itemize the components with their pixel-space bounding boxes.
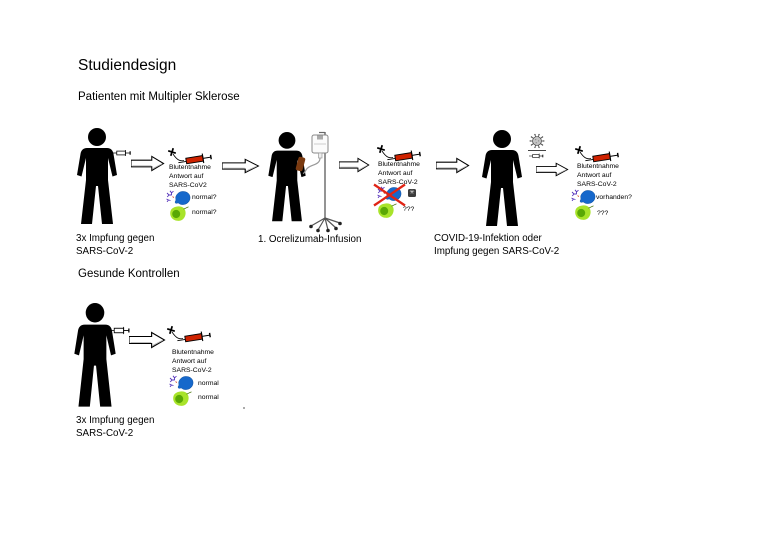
caption-line: SARS-CoV-2 [76,427,134,439]
blood-draw-icon [166,325,214,345]
annotation-line: SARS-CoV2 [169,181,207,189]
arrow-icon [436,157,470,174]
coronavirus-icon [529,133,545,149]
annotation-line: Blutentnahme [378,161,420,168]
hc-section-heading: Gesunde Kontrollen [78,268,180,280]
annotation-line: Blutentnahme [169,164,211,171]
tcell-result-label: normal [198,394,219,401]
annotation-line: Antwort auf [172,357,207,365]
blood-draw-annotation: Blutentnahme Antwort auf SARS-CoV-2 [577,163,619,189]
t-cell-icon [376,202,398,220]
annotation-line: Antwort auf [577,171,612,179]
t-cell-icon [171,390,193,408]
annotation-line: Blutentnahme [172,349,214,356]
stray-mark [243,407,245,409]
annotation-line: Antwort auf [169,172,204,180]
caption-line: Impfung gegen SARS-CoV-2 [434,245,560,257]
annotation-line: Antwort auf [378,169,413,177]
dark-square-badge-icon: ✳ [408,189,416,197]
syringe-icon [112,149,133,157]
tcell-result-label: ??? [597,210,609,217]
control-figure [64,303,126,411]
arrow-icon [131,155,165,172]
syringe-icon [529,153,545,159]
blood-draw-annotation: Blutentnahme Antwort auf SARS-CoV-2 [378,161,420,187]
antibody-result-label: normal? [192,194,217,201]
arrow-icon [129,331,166,349]
or-divider [528,150,546,151]
step-caption-infection: COVID-19-Infektion oder Impfung gegen SA… [434,233,559,258]
arrow-icon [222,158,260,174]
tcell-result-label: normal? [192,209,217,216]
arrow-icon [339,157,370,173]
annotation-line: SARS-CoV-2 [172,366,212,374]
annotation-line: Blutentnahme [577,163,619,170]
step-caption-vaccination: 3x Impfung gegen SARS-CoV-2 [76,415,154,440]
caption-line: SARS-CoV-2 [76,245,134,257]
iv-infusion-stand-icon [298,128,346,234]
annotation-line: SARS-CoV-2 [577,180,617,188]
antibody-result-label: normal [198,380,219,387]
blood-draw-annotation: Blutentnahme Antwort auf SARS-CoV2 [169,164,211,190]
step-caption-infusion: 1. Ocrelizumab-Infusion [258,234,362,245]
t-cell-icon [168,205,190,223]
b-cell-icon [571,189,597,205]
caption-line: 3x Impfung gegen [76,415,155,426]
b-cell-icon [166,190,192,206]
caption-line: 3x Impfung gegen [76,233,155,244]
step-caption-vaccination: 3x Impfung gegen SARS-CoV-2 [76,233,154,258]
t-cell-icon [573,204,595,222]
page-title: Studiendesign [78,57,177,74]
patient-figure [472,130,532,230]
ms-section-heading: Patienten mit Multipler Sklerose [78,91,240,103]
caption-line: COVID-19-Infektion oder [434,233,542,244]
blood-draw-icon [574,145,622,165]
blood-draw-annotation: Blutentnahme Antwort auf SARS-CoV-2 [172,349,214,375]
b-cell-icon [169,375,195,391]
tcell-result-label: ??? [403,206,415,213]
antibody-result-label: vorhanden? [596,194,632,201]
patient-figure [67,128,127,228]
arrow-icon [536,162,569,177]
annotation-line: SARS-CoV-2 [378,178,418,186]
